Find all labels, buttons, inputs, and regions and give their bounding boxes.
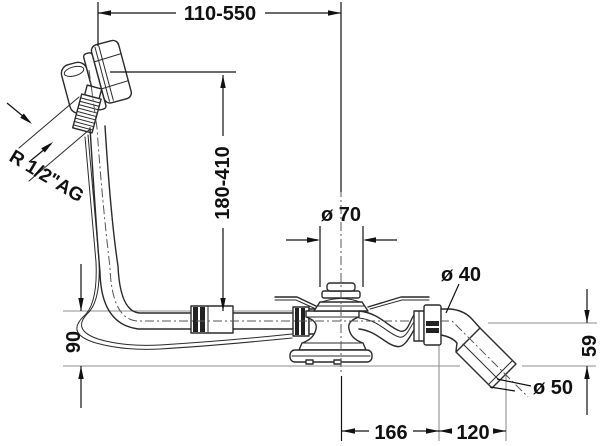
arrow-right-icon	[307, 237, 320, 243]
elbow-union-nut	[413, 304, 442, 346]
dim-length-166: 166	[342, 422, 439, 444]
overflow-tube	[89, 125, 297, 330]
thread-label: R 1/2"AG	[5, 146, 87, 207]
arrow-down-icon	[584, 310, 590, 323]
knob-mount-face	[63, 65, 85, 77]
dim-height-range-label: 180-410	[212, 146, 234, 219]
dim-drain-diameter: ø 70	[286, 204, 397, 287]
pipe-coupling	[190, 305, 234, 334]
arrow-up-icon	[584, 366, 590, 379]
dim-top-width-label: 110-550	[184, 3, 256, 25]
arrow-northeast-icon	[41, 142, 53, 153]
dim-overflow-height-label: 90	[63, 331, 85, 353]
arrow-left-icon	[342, 428, 355, 434]
arrow-up-icon	[220, 75, 226, 88]
centerlines	[88, 69, 529, 441]
dim-length-120: 120	[439, 422, 506, 444]
arrow-right-icon	[426, 428, 439, 434]
outlet-elbow-pipe	[440, 308, 517, 389]
arrow-down-icon	[78, 298, 84, 311]
dim-outlet-height-label: 59	[579, 335, 600, 357]
leader-line	[489, 386, 516, 392]
outlet-centerline	[440, 320, 529, 398]
arrow-down-icon	[220, 298, 226, 311]
base-foot	[333, 359, 342, 365]
thread-hatching	[72, 97, 101, 131]
arrow-right-icon	[493, 428, 506, 434]
label-outlet-diameter: ø 40	[441, 264, 481, 314]
dim-outlet-height: 59	[579, 289, 600, 415]
leader-line	[445, 283, 460, 314]
sleeve-diameter-label: ø 50	[533, 377, 573, 399]
thread-extent-line	[28, 129, 90, 182]
arrow-left-icon	[363, 237, 376, 243]
dim-top-width: 110-550	[97, 2, 342, 192]
label-sleeve-diameter: ø 50	[489, 377, 573, 399]
arrow-southeast-icon	[20, 113, 32, 124]
thread-extent-line	[18, 96, 80, 149]
pipe-centerline	[88, 69, 412, 322]
tub-bottom-line	[274, 296, 430, 310]
arrow-left-icon	[98, 10, 111, 16]
dim-height-range: 180-410	[110, 71, 236, 311]
dim-length-166-label: 166	[374, 422, 407, 444]
leader-line	[496, 378, 532, 387]
dim-length-120-label: 120	[456, 422, 489, 444]
dim-overflow-height: 90	[63, 264, 85, 408]
base-foot	[305, 359, 314, 365]
outlet-s-pipe	[358, 310, 415, 348]
arrow-up-icon	[78, 366, 84, 379]
bowden-cable	[76, 134, 293, 350]
outlet-sleeve	[455, 327, 517, 389]
dim-drain-diameter-label: ø 70	[321, 204, 361, 226]
arrow-left-icon	[439, 428, 452, 434]
outlet-diameter-label: ø 40	[441, 264, 481, 286]
arrow-right-icon	[328, 10, 341, 16]
